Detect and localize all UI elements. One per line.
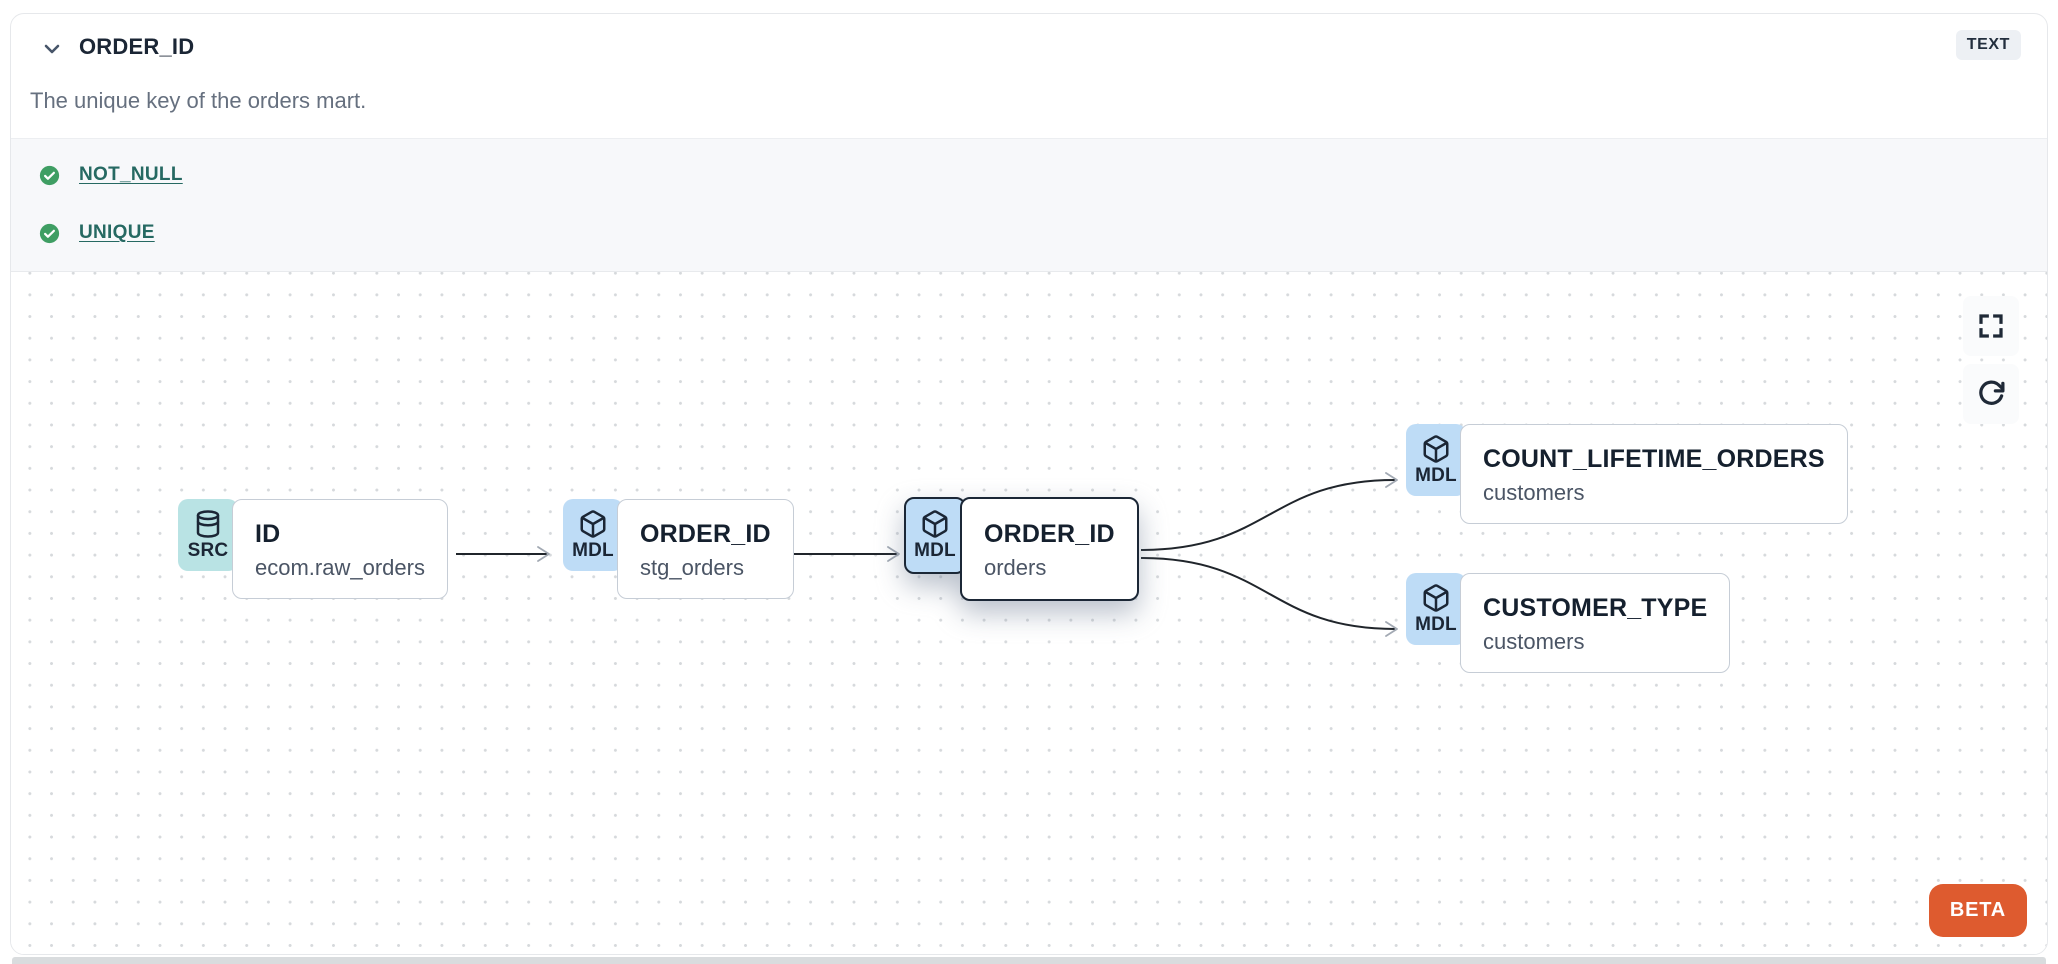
- check-circle-icon: [39, 223, 60, 244]
- node-type-badge: SRC: [178, 499, 238, 571]
- database-icon: [193, 509, 223, 540]
- node-model-name: stg_orders: [640, 554, 744, 580]
- node-column-name: ID: [255, 519, 281, 548]
- test-row: UNIQUE: [39, 221, 155, 245]
- lineage-node-customer-type[interactable]: MDL CUSTOMER_TYPE customers: [1406, 573, 1731, 673]
- chevron-down-icon: [40, 37, 64, 61]
- lineage-node-orders-selected[interactable]: MDL ORDER_ID orders: [904, 497, 1139, 601]
- check-circle-icon: [39, 165, 60, 186]
- node-model-name: customers: [1483, 479, 1585, 505]
- column-description: The unique key of the orders mart.: [30, 88, 367, 113]
- node-column-name: ORDER_ID: [984, 519, 1115, 548]
- node-badge-label: SRC: [187, 539, 229, 561]
- node-model-name: customers: [1483, 628, 1585, 654]
- column-type-badge: TEXT: [1955, 30, 2021, 60]
- node-model-name: ecom.raw_orders: [255, 554, 425, 580]
- lineage-edges: [456, 472, 1398, 637]
- node-type-badge: MDL: [1406, 573, 1466, 645]
- node-type-badge: MDL: [904, 497, 966, 574]
- test-row: NOT_NULL: [39, 163, 183, 187]
- cube-icon: [1421, 583, 1451, 614]
- node-card: COUNT_LIFETIME_ORDERS customers: [1460, 424, 1848, 524]
- test-link-not-null[interactable]: NOT_NULL: [79, 164, 183, 185]
- lineage-canvas[interactable]: SRC ID ecom.raw_orders MDL ORDER_ID stg_…: [11, 272, 2047, 954]
- node-badge-label: MDL: [572, 539, 614, 561]
- collapse-button[interactable]: [37, 34, 67, 64]
- refresh-button[interactable]: [1963, 364, 2019, 424]
- cube-icon: [578, 509, 608, 540]
- node-column-name: CUSTOMER_TYPE: [1483, 593, 1708, 622]
- node-card: ID ecom.raw_orders: [232, 499, 448, 599]
- node-badge-label: MDL: [1415, 464, 1457, 486]
- node-model-name: orders: [984, 554, 1047, 580]
- node-card: ORDER_ID stg_orders: [617, 499, 794, 599]
- lineage-node-source[interactable]: SRC ID ecom.raw_orders: [178, 499, 448, 599]
- cube-icon: [1421, 434, 1451, 465]
- node-card: ORDER_ID orders: [960, 497, 1139, 601]
- test-link-unique[interactable]: UNIQUE: [79, 222, 155, 243]
- tests-section: NOT_NULL UNIQUE: [11, 138, 2047, 272]
- node-type-badge: MDL: [1406, 424, 1466, 496]
- node-badge-label: MDL: [1415, 613, 1457, 635]
- fullscreen-button[interactable]: [1963, 296, 2019, 356]
- node-type-badge: MDL: [563, 499, 623, 571]
- graph-controls: [1963, 296, 2019, 424]
- next-section-edge: [12, 957, 2046, 964]
- node-badge-label: MDL: [914, 540, 956, 561]
- refresh-icon: [1976, 379, 2006, 409]
- beta-badge: BETA: [1928, 884, 2027, 937]
- node-column-name: COUNT_LIFETIME_ORDERS: [1483, 444, 1825, 473]
- column-title: ORDER_ID: [79, 34, 195, 59]
- lineage-node-stg-orders[interactable]: MDL ORDER_ID stg_orders: [563, 499, 794, 599]
- column-detail-card: ORDER_ID TEXT The unique key of the orde…: [10, 13, 2048, 955]
- node-card: CUSTOMER_TYPE customers: [1460, 573, 1731, 673]
- fullscreen-icon: [1976, 311, 2006, 341]
- node-column-name: ORDER_ID: [640, 519, 771, 548]
- cube-icon: [920, 509, 950, 540]
- lineage-node-count-lifetime-orders[interactable]: MDL COUNT_LIFETIME_ORDERS customers: [1406, 424, 1848, 524]
